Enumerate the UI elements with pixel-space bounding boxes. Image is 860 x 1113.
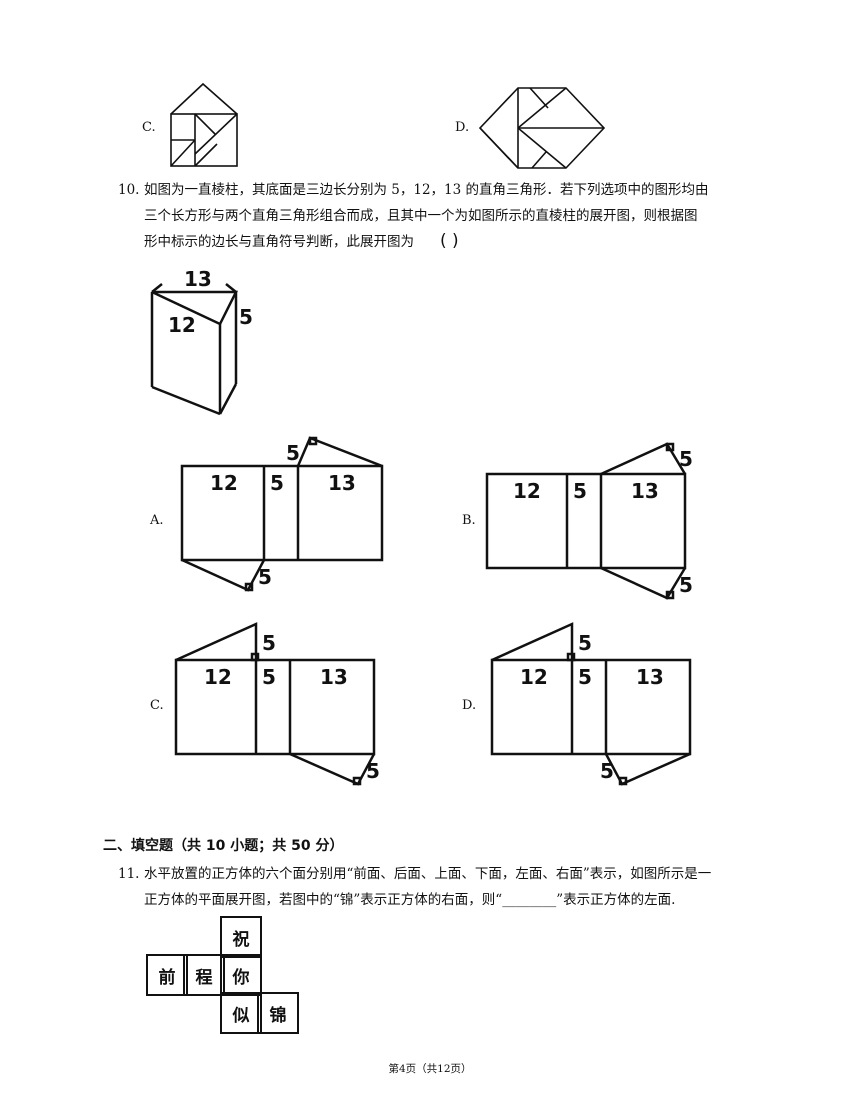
net-c-label-bot5: 5 (366, 759, 380, 783)
option-b-label: B. (462, 513, 476, 528)
option-b-net: 12 5 13 5 5 (485, 442, 693, 600)
net-c-label-5: 5 (262, 665, 276, 689)
net-b-label-13: 13 (631, 479, 659, 503)
net-b-label-top5: 5 (679, 447, 693, 471)
net-a-label-top5: 5 (286, 441, 300, 465)
cube-cell-3: 程 (183, 954, 225, 996)
net-d-label-12: 12 (520, 665, 548, 689)
option-c2-label: C. (150, 698, 164, 713)
net-c-label-13: 13 (320, 665, 348, 689)
net-d-label-13: 13 (636, 665, 664, 689)
cube-cell-1: 祝 (220, 916, 262, 958)
cube-net: 祝 前 程 你 似 锦 (146, 916, 304, 1034)
net-c-label-12: 12 (204, 665, 232, 689)
cube-cell-4: 你 (220, 954, 262, 996)
question-text-line-1: 如图为一直棱柱，其底面是三边长分别为 5，12，13 的直角三角形．若下列选项中… (144, 182, 709, 198)
option-a-label: A. (150, 513, 164, 528)
cube-cell-2: 前 (146, 954, 188, 996)
option-c-label: C. (142, 120, 156, 135)
net-a-label-12: 12 (210, 471, 238, 495)
question-text-line-3: 形中标示的边长与直角符号判断，此展开图为 (144, 234, 414, 250)
question-number: 11. (118, 866, 140, 882)
option-d2-label: D. (462, 698, 477, 713)
prism-figure: 13 12 5 (150, 267, 253, 416)
answer-blank: ( ) (440, 231, 459, 251)
net-d-label-5: 5 (578, 665, 592, 689)
question-11: 11. 水平放置的正方体的六个面分别用“前面、后面、上面、下面，左面、右面”表示… (118, 861, 818, 915)
option-c-net: 12 5 13 5 5 (174, 622, 380, 786)
page-footer: 第4页（共12页） (388, 1063, 472, 1075)
net-b-label-5: 5 (573, 479, 587, 503)
option-c-figure (170, 82, 238, 167)
prism-label-side: 5 (239, 305, 253, 329)
question-10: 10. 如图为一直棱柱，其底面是三边长分别为 5，12，13 的直角三角形．若下… (118, 177, 818, 263)
option-d-figure (478, 87, 606, 169)
prism-label-top: 13 (184, 267, 212, 291)
net-c-label-top5: 5 (262, 631, 276, 655)
question-text-line-1: 水平放置的正方体的六个面分别用“前面、后面、上面、下面，左面、右面”表示，如图所… (144, 866, 712, 882)
net-d-label-top5: 5 (578, 631, 592, 655)
prism-label-diag: 12 (168, 313, 196, 337)
net-a-label-bot5: 5 (258, 565, 272, 589)
question-number: 10. (118, 182, 140, 198)
net-a-label-5: 5 (270, 471, 284, 495)
cube-cell-6: 锦 (257, 992, 299, 1034)
question-text-line-2: 正方体的平面展开图，若图中的“锦”表示正方体的右面，则“________”表示正… (144, 892, 676, 908)
question-text-line-2: 三个长方形与两个直角三角形组合而成，且其中一个为如图所示的直棱柱的展开图，则根据… (144, 208, 698, 224)
net-a-label-13: 13 (328, 471, 356, 495)
net-b-label-bot5: 5 (679, 573, 693, 597)
cube-cell-5: 似 (220, 992, 262, 1034)
option-d-label: D. (455, 120, 470, 135)
net-b-label-12: 12 (513, 479, 541, 503)
net-d-label-bot5: 5 (600, 759, 614, 783)
section-2-title: 二、填空题（共 10 小题；共 50 分） (103, 838, 344, 854)
option-d-net: 12 5 13 5 5 (490, 622, 692, 786)
option-a-net: 12 5 13 5 5 (180, 436, 384, 592)
